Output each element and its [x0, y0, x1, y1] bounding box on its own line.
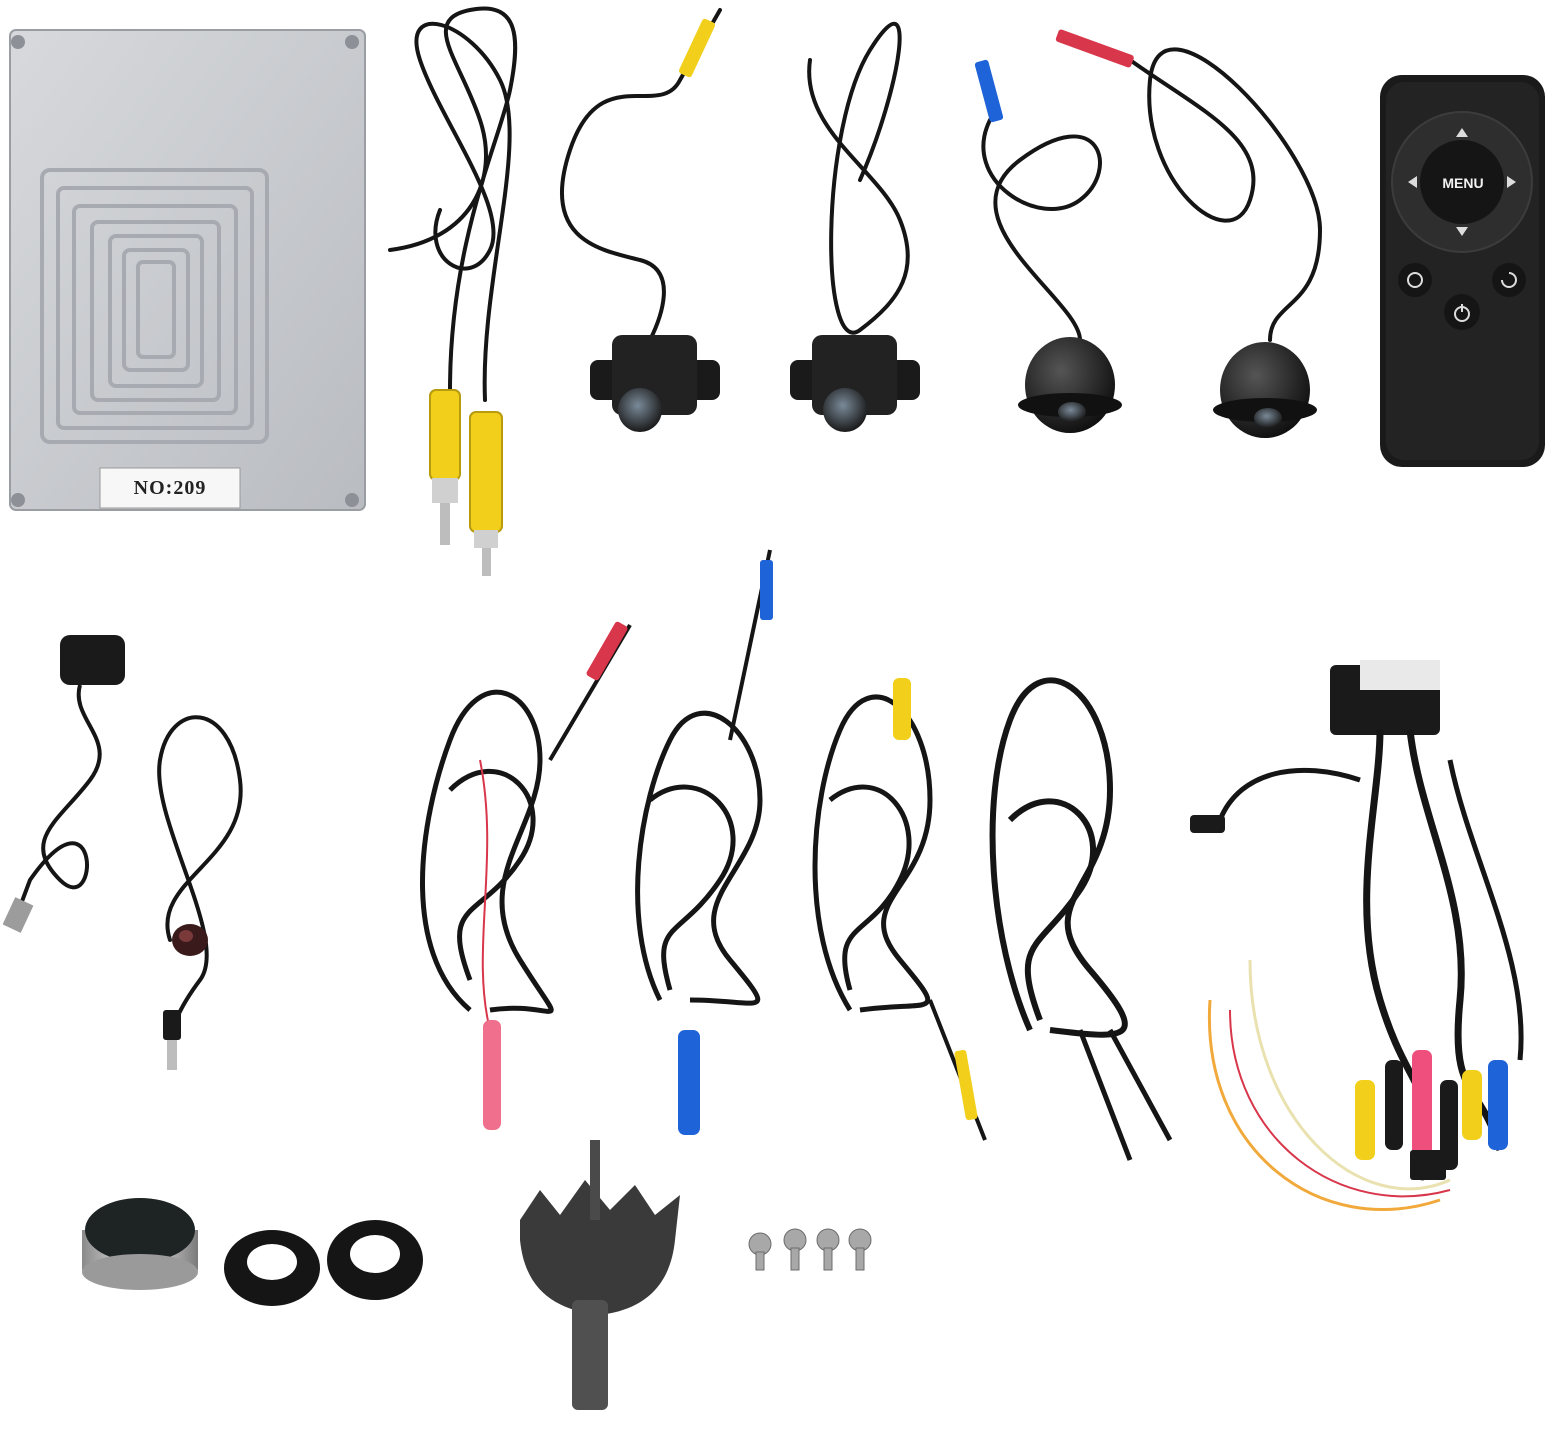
camera-left-cable: [981, 118, 1102, 342]
camera-front-connector: [678, 18, 716, 78]
extension-cable-red: [420, 621, 632, 1130]
extension-cable-yellow: [812, 678, 987, 1141]
camera-front: [590, 335, 720, 432]
main-wiring-harness: [1190, 660, 1524, 1211]
camera-right-connector: [1055, 29, 1134, 68]
rca-plug-right: [469, 411, 503, 576]
ir-eye-cable: [157, 715, 243, 1052]
camera-right-cable: [1128, 47, 1323, 342]
camera-right-dome: [1213, 342, 1317, 438]
control-box-label: NO:209: [133, 476, 207, 499]
control-box: [9, 29, 366, 511]
ir-receiver-module: [2, 635, 125, 933]
rca-cable: [388, 6, 518, 402]
camera-left-connector: [974, 59, 1004, 123]
rubber-grommet-1: [224, 1230, 320, 1306]
camera-rear-cable: [807, 21, 910, 335]
extension-cable-black: [989, 677, 1173, 1161]
camera-front-cable: [559, 8, 722, 342]
camera-rear: [790, 335, 920, 432]
remote-control: [1380, 75, 1545, 467]
extension-cable-blue: [635, 549, 773, 1135]
rotary-knob: [82, 1198, 198, 1290]
camera-left-dome: [1018, 337, 1122, 433]
rca-plug-left: [429, 389, 461, 545]
ir-eye: [163, 924, 208, 1070]
mounting-screws: [748, 1228, 872, 1271]
rubber-grommet-2: [327, 1220, 423, 1300]
hole-saw-bit: [520, 1140, 680, 1410]
remote-menu-button: MENU: [1442, 175, 1484, 191]
